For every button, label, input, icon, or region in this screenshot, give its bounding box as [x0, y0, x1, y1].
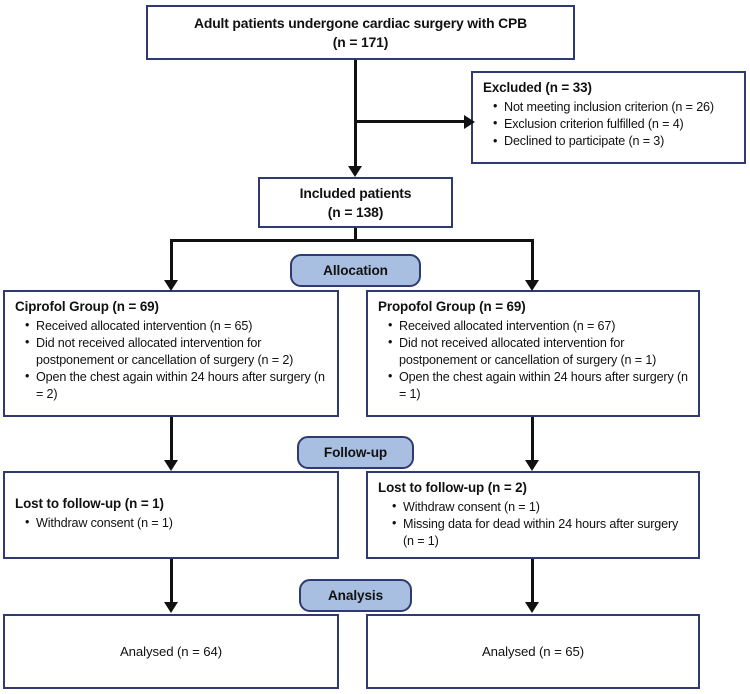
allocation-left-box: Ciprofol Group (n = 69) Received allocat… — [3, 290, 339, 417]
arrowhead-source-to-included — [348, 166, 362, 177]
connector-followup-left — [170, 417, 173, 465]
allocation-left-title: Ciprofol Group (n = 69) — [15, 299, 159, 314]
analysis-right-label: Analysed (n = 65) — [481, 643, 585, 659]
connector-included-stem — [354, 228, 357, 242]
arrowhead-followup-left — [164, 460, 178, 471]
connector-allocation-right — [531, 239, 534, 286]
allocation-right-title: Propofol Group (n = 69) — [378, 299, 526, 314]
list-item: Exclusion criterion fulfilled (n = 4) — [493, 115, 735, 133]
allocation-right-list: Received allocated intervention (n = 67)… — [378, 317, 689, 403]
source-population-box: Adult patients undergone cardiac surgery… — [146, 5, 575, 60]
analysis-right-box: Analysed (n = 65) — [366, 614, 700, 689]
stage-label-allocation: Allocation — [323, 263, 388, 278]
allocation-left-list: Received allocated intervention (n = 65)… — [15, 317, 328, 403]
included-patients-box: Included patients (n = 138) — [258, 177, 453, 228]
list-item: Not meeting inclusion criterion (n = 26) — [493, 98, 735, 116]
connector-analysis-right — [531, 559, 534, 607]
allocation-right-box: Propofol Group (n = 69) Received allocat… — [366, 290, 700, 417]
excluded-box: Excluded (n = 33) Not meeting inclusion … — [471, 71, 746, 164]
stage-pill-allocation: Allocation — [290, 254, 421, 287]
list-item: Did not received allocated intervention … — [388, 334, 689, 368]
list-item: Declined to participate (n = 3) — [493, 133, 735, 150]
arrowhead-followup-right — [525, 460, 539, 471]
arrowhead-allocation-left — [164, 280, 178, 291]
followup-left-list: Withdraw consent (n = 1) — [15, 514, 328, 532]
source-population-line1: Adult patients undergone cardiac surgery… — [193, 15, 528, 32]
list-item: Received allocated intervention (n = 67) — [388, 317, 689, 335]
list-item: Withdraw consent (n = 1) — [25, 514, 328, 532]
followup-right-title: Lost to follow-up (n = 2) — [378, 480, 527, 495]
stage-label-analysis: Analysis — [327, 588, 384, 603]
arrowhead-allocation-right — [525, 280, 539, 291]
analysis-left-box: Analysed (n = 64) — [3, 614, 339, 689]
analysis-left-label: Analysed (n = 64) — [119, 643, 223, 659]
followup-right-box: Lost to follow-up (n = 2) Withdraw conse… — [366, 471, 700, 559]
list-item: Withdraw consent (n = 1) — [392, 498, 689, 516]
list-item: Received allocated intervention (n = 65) — [25, 317, 328, 335]
excluded-title: Excluded (n = 33) — [483, 80, 592, 95]
connector-source-to-included — [354, 60, 357, 170]
list-item: Missing data for dead within 24 hours af… — [392, 515, 689, 549]
stage-pill-analysis: Analysis — [299, 579, 412, 612]
arrowhead-analysis-left — [164, 602, 178, 613]
stage-label-followup: Follow-up — [323, 445, 388, 460]
list-item: Open the chest again within 24 hours aft… — [25, 368, 328, 402]
arrowhead-analysis-right — [525, 602, 539, 613]
connector-allocation-left — [170, 239, 173, 286]
excluded-list: Not meeting inclusion criterion (n = 26)… — [483, 98, 735, 150]
included-line2: (n = 138) — [327, 203, 384, 220]
list-item: Open the chest again within 24 hours aft… — [388, 368, 689, 402]
connector-followup-right — [531, 417, 534, 465]
connector-analysis-left — [170, 559, 173, 607]
list-item: Did not received allocated intervention … — [25, 334, 328, 368]
connector-to-excluded — [354, 120, 471, 123]
arrowhead-to-excluded — [464, 115, 475, 129]
source-population-line2: (n = 171) — [332, 33, 389, 50]
included-line1: Included patients — [299, 185, 412, 202]
connector-allocation-split — [170, 239, 534, 242]
followup-left-box: Lost to follow-up (n = 1) Withdraw conse… — [3, 471, 339, 559]
followup-right-list: Withdraw consent (n = 1) Missing data fo… — [378, 498, 689, 550]
stage-pill-followup: Follow-up — [297, 436, 414, 469]
followup-left-title: Lost to follow-up (n = 1) — [15, 496, 164, 511]
